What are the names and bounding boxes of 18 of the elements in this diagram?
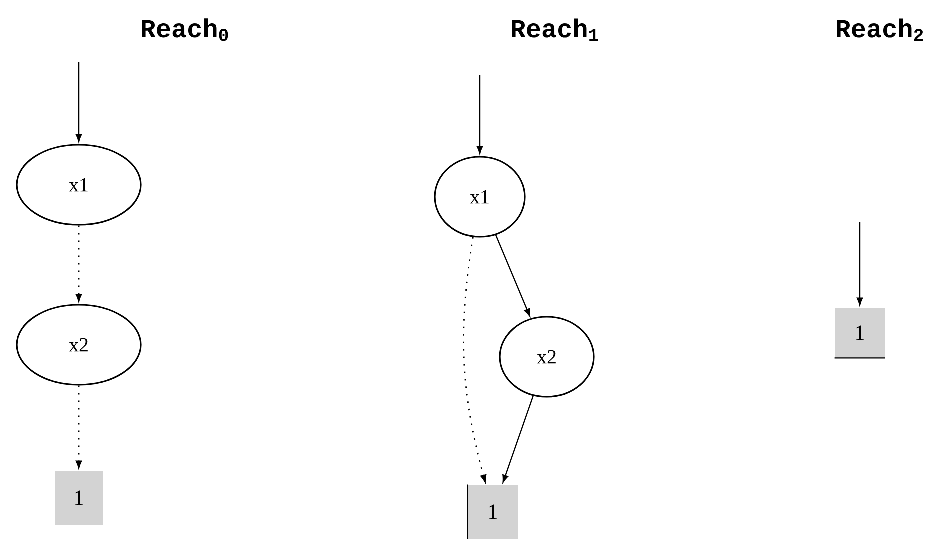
arrow <box>76 62 82 142</box>
terminal-box: 1 <box>55 471 104 525</box>
arrow <box>502 396 534 483</box>
ellipse-node: x2 <box>16 304 142 386</box>
terminal-box: 1 <box>834 308 886 359</box>
heading: Reach$_{2}$ <box>837 18 924 42</box>
arrow <box>856 222 864 306</box>
ellipse-node: x2 <box>499 316 595 398</box>
arrow <box>495 234 530 317</box>
arrow <box>76 386 82 468</box>
ellipse-node: x1 <box>16 144 142 226</box>
arrow <box>76 226 82 302</box>
arrow <box>476 75 484 154</box>
terminal-box: 1 <box>467 484 518 540</box>
arrow <box>463 237 487 483</box>
heading: Reach$_{0}$ <box>142 18 228 42</box>
heading: Reach$_{1}$ <box>512 18 598 42</box>
ellipse-node: x1 <box>434 156 526 238</box>
